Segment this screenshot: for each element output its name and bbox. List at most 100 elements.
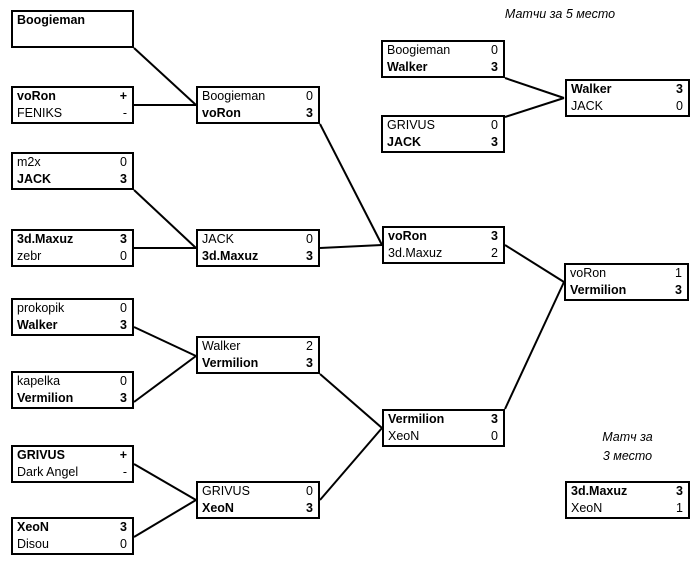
team-score: 3 bbox=[120, 391, 127, 405]
team-name: Disou bbox=[17, 537, 49, 551]
team-name: m2x bbox=[17, 155, 41, 169]
match-box[interactable]: m2x 0 JACK 3 bbox=[11, 152, 134, 190]
team-name: Boogieman bbox=[202, 89, 266, 103]
team-score: 0 bbox=[120, 374, 127, 388]
match-slot: FENIKS - bbox=[13, 105, 132, 122]
match-box[interactable]: XeoN 3 Disou 0 bbox=[11, 517, 134, 555]
match-box-final[interactable]: voRon 1 Vermilion 3 bbox=[564, 263, 689, 301]
team-score: 3 bbox=[675, 283, 682, 297]
team-name: XeoN bbox=[571, 501, 603, 515]
connector-r1m5-r2m3 bbox=[133, 326, 197, 357]
team-name: voRon bbox=[570, 266, 607, 280]
match-box[interactable]: voRon 3 3d.Maxuz 2 bbox=[382, 226, 505, 264]
connector-r2m1-sfm1 bbox=[319, 123, 383, 246]
match-box[interactable]: GRIVUS 0 XeoN 3 bbox=[196, 481, 320, 519]
match-slot: 3d.Maxuz 3 bbox=[567, 483, 688, 500]
match-slot: 3d.Maxuz 3 bbox=[198, 248, 318, 265]
team-score: 0 bbox=[120, 301, 127, 315]
team-name: 3d.Maxuz bbox=[571, 484, 628, 498]
match-slot: Vermilion 3 bbox=[384, 411, 503, 428]
team-name: 3d.Maxuz bbox=[17, 232, 74, 246]
team-name: JACK bbox=[17, 172, 52, 186]
match-slot: kapelka 0 bbox=[13, 373, 132, 390]
connector-r2m3-sfm2 bbox=[319, 373, 383, 429]
team-score: 3 bbox=[120, 172, 127, 186]
team-score: 3 bbox=[676, 484, 683, 498]
match-slot: 3d.Maxuz 3 bbox=[13, 231, 132, 248]
team-name: Boogieman bbox=[17, 13, 86, 27]
match-slot: XeoN 0 bbox=[384, 428, 503, 445]
match-box[interactable]: GRIVUS + Dark Angel - bbox=[11, 445, 134, 483]
match-box-fifth-place-final[interactable]: Walker 3 JACK 0 bbox=[565, 79, 690, 117]
team-name: Boogieman bbox=[387, 43, 451, 57]
match-slot: JACK 3 bbox=[383, 134, 503, 151]
match-box[interactable]: Boogieman bbox=[11, 10, 134, 48]
team-name: Vermilion bbox=[570, 283, 627, 297]
team-name: Walker bbox=[387, 60, 428, 74]
team-score: 1 bbox=[676, 501, 683, 515]
team-score: 3 bbox=[120, 520, 127, 534]
match-box-third-place[interactable]: 3d.Maxuz 3 XeoN 1 bbox=[565, 481, 690, 519]
team-name: voRon bbox=[202, 106, 241, 120]
team-score: 3 bbox=[120, 232, 127, 246]
team-score: 3 bbox=[676, 82, 683, 96]
match-box-fifth-place[interactable]: GRIVUS 0 JACK 3 bbox=[381, 115, 505, 153]
match-slot: Dark Angel - bbox=[13, 464, 132, 481]
team-score: 0 bbox=[676, 99, 683, 113]
match-slot: Walker 3 bbox=[567, 81, 688, 98]
match-box-fifth-place[interactable]: Boogieman 0 Walker 3 bbox=[381, 40, 505, 78]
match-slot bbox=[13, 29, 132, 46]
third-place-caption-line1: Матч за bbox=[602, 430, 653, 444]
team-name: XeoN bbox=[17, 520, 49, 534]
match-slot: Walker 2 bbox=[198, 338, 318, 355]
team-score: 3 bbox=[491, 412, 498, 426]
team-name: Vermilion bbox=[202, 356, 259, 370]
match-box[interactable]: Vermilion 3 XeoN 0 bbox=[382, 409, 505, 447]
match-box[interactable]: Boogieman 0 voRon 3 bbox=[196, 86, 320, 124]
team-name: 3d.Maxuz bbox=[202, 249, 259, 263]
team-name: Vermilion bbox=[388, 412, 445, 426]
match-box[interactable]: 3d.Maxuz 3 zebr 0 bbox=[11, 229, 134, 267]
team-score: 3 bbox=[491, 229, 498, 243]
connector-r1m6-r2m3 bbox=[133, 355, 197, 403]
team-name: voRon bbox=[17, 89, 56, 103]
match-slot: Vermilion 3 bbox=[198, 355, 318, 372]
team-score: 3 bbox=[306, 501, 313, 515]
connector-sfm2-final bbox=[504, 281, 565, 410]
team-score: 0 bbox=[306, 484, 313, 498]
team-name: prokopik bbox=[17, 301, 65, 315]
match-slot: voRon + bbox=[13, 88, 132, 105]
team-score: 0 bbox=[491, 429, 498, 443]
third-place-caption-line2: 3 место bbox=[602, 449, 653, 463]
team-score: 0 bbox=[491, 43, 498, 57]
team-name: XeoN bbox=[388, 429, 420, 443]
match-slot: zebr 0 bbox=[13, 248, 132, 265]
team-name: Dark Angel bbox=[17, 465, 79, 479]
match-slot: m2x 0 bbox=[13, 154, 132, 171]
match-slot: prokopik 0 bbox=[13, 300, 132, 317]
team-score: 3 bbox=[306, 106, 313, 120]
match-box[interactable]: voRon + FENIKS - bbox=[11, 86, 134, 124]
team-score: 0 bbox=[120, 249, 127, 263]
team-score: 3 bbox=[306, 356, 313, 370]
team-name: JACK bbox=[202, 232, 234, 246]
team-name: voRon bbox=[388, 229, 427, 243]
match-box[interactable]: JACK 0 3d.Maxuz 3 bbox=[196, 229, 320, 267]
match-slot: JACK 0 bbox=[198, 231, 318, 248]
match-slot: Vermilion 3 bbox=[566, 282, 687, 299]
team-name: GRIVUS bbox=[202, 484, 250, 498]
team-score: 2 bbox=[306, 339, 313, 353]
match-slot: GRIVUS + bbox=[13, 447, 132, 464]
match-slot: Boogieman 0 bbox=[198, 88, 318, 105]
match-box[interactable]: prokopik 0 Walker 3 bbox=[11, 298, 134, 336]
match-slot: XeoN 1 bbox=[567, 500, 688, 517]
match-slot: XeoN 3 bbox=[13, 519, 132, 536]
match-box[interactable]: Walker 2 Vermilion 3 bbox=[196, 336, 320, 374]
connector-r2m2-sfm1 bbox=[319, 244, 383, 249]
team-name: Walker bbox=[202, 339, 241, 353]
team-name: 3d.Maxuz bbox=[388, 246, 443, 260]
team-score: 0 bbox=[120, 155, 127, 169]
match-box[interactable]: kapelka 0 Vermilion 3 bbox=[11, 371, 134, 409]
match-slot: JACK 0 bbox=[567, 98, 688, 115]
